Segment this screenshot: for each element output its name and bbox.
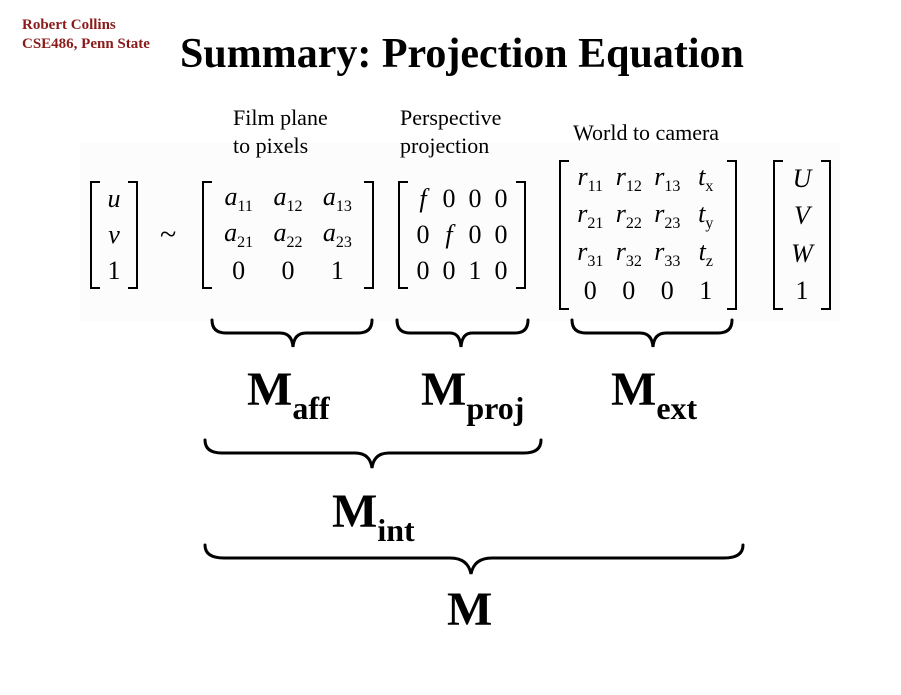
- left-bracket: [773, 160, 783, 310]
- vector-entry: W: [791, 238, 813, 268]
- matrix-entry: r12: [615, 161, 642, 195]
- vector-entry: U: [792, 163, 812, 193]
- label-m-proj-main: M: [421, 363, 467, 416]
- perspective-label-line2: projection: [400, 133, 490, 158]
- vector-entry: V: [794, 201, 810, 231]
- vector-entry: v: [108, 220, 120, 249]
- brace-extrinsic: [570, 318, 734, 348]
- matrix-entry: 0: [494, 220, 508, 249]
- extrinsic-matrix: r11 r12 r13 tx r21 r22 r23 ty r31 r32 r3…: [559, 160, 737, 310]
- matrix-entry: 0: [468, 184, 482, 213]
- label-m-int-sub: int: [377, 512, 415, 548]
- matrix-entry: 0: [660, 276, 674, 306]
- matrix-entry: ty: [698, 199, 714, 233]
- brace-intrinsic: [203, 438, 543, 469]
- label-m-ext-main: M: [611, 363, 657, 416]
- author-block: Robert Collins CSE486, Penn State: [22, 16, 150, 54]
- matrix-entry: r13: [654, 161, 681, 195]
- world-point-vector: U V W 1: [773, 160, 831, 310]
- perspective-label-line1: Perspective: [400, 105, 502, 130]
- left-bracket: [398, 181, 408, 289]
- film-plane-label-line1: Film plane: [233, 105, 328, 130]
- matrix-entry: 0: [416, 256, 430, 285]
- matrix-entry: r23: [654, 199, 681, 233]
- matrix-entry: 0: [281, 256, 295, 285]
- right-bracket: [364, 181, 374, 289]
- brace-affine: [210, 318, 374, 348]
- matrix-entry: a12: [273, 181, 303, 216]
- author-course: CSE486, Penn State: [22, 36, 150, 52]
- film-plane-label: Film plane to pixels: [233, 104, 328, 160]
- right-bracket: [516, 181, 526, 289]
- left-bracket: [202, 181, 212, 289]
- matrix-entry: 0: [468, 220, 482, 249]
- matrix-entry: r33: [654, 236, 681, 270]
- world-to-camera-label: World to camera: [573, 119, 719, 147]
- matrix-entry: 0: [442, 184, 456, 213]
- label-m-int: Mint: [332, 484, 415, 549]
- equation-background: [80, 143, 840, 321]
- label-m-ext: Mext: [611, 362, 697, 427]
- affine-matrix: a11 a12 a13 a21 a22 a23 0 0 1: [202, 181, 374, 289]
- matrix-entry: tz: [698, 236, 713, 270]
- label-m-ext-sub: ext: [656, 390, 698, 426]
- label-m-aff: Maff: [247, 362, 330, 427]
- projection-matrix: f 0 0 0 0 f 0 0 0 0 1 0: [398, 181, 526, 289]
- world-to-camera-label-line1: World to camera: [573, 120, 720, 145]
- matrix-entry: f: [445, 220, 453, 249]
- label-m-aff-sub: aff: [292, 390, 330, 426]
- matrix-entry: 0: [622, 276, 636, 306]
- matrix-entry: 0: [442, 256, 456, 285]
- matrix-entry: r22: [615, 199, 642, 233]
- matrix-entry: a23: [322, 217, 352, 252]
- matrix-entry: 0: [494, 256, 508, 285]
- slide-title: Summary: Projection Equation: [180, 31, 744, 77]
- right-bracket: [128, 181, 138, 289]
- author-name: Robert Collins: [22, 17, 116, 33]
- matrix-entry: a21: [224, 217, 254, 252]
- film-plane-label-line2: to pixels: [233, 133, 309, 158]
- label-m-proj: Mproj: [421, 362, 524, 427]
- right-bracket: [821, 160, 831, 310]
- matrix-entry: 0: [494, 184, 508, 213]
- matrix-entry: r32: [615, 236, 642, 270]
- matrix-entry: 1: [699, 276, 713, 306]
- left-bracket: [559, 160, 569, 310]
- matrix-entry: 0: [583, 276, 597, 306]
- matrix-entry: f: [419, 184, 427, 213]
- perspective-label: Perspective projection: [400, 104, 501, 160]
- label-m-aff-main: M: [247, 363, 293, 416]
- label-m-int-main: M: [332, 485, 378, 538]
- matrix-entry: r31: [577, 236, 604, 270]
- matrix-entry: r21: [577, 199, 604, 233]
- matrix-entry: a13: [322, 181, 352, 216]
- matrix-entry: a22: [273, 217, 303, 252]
- image-point-vector: u v 1: [90, 181, 138, 289]
- label-m-total: M: [447, 582, 492, 637]
- label-m-proj-sub: proj: [466, 390, 525, 426]
- matrix-entry: r11: [577, 161, 604, 195]
- matrix-entry: 0: [232, 256, 246, 285]
- matrix-entry: 1: [468, 256, 482, 285]
- vector-entry: u: [107, 184, 121, 213]
- matrix-entry: tx: [698, 161, 714, 195]
- vector-entry: 1: [107, 256, 121, 285]
- right-bracket: [727, 160, 737, 310]
- label-m-total-main: M: [447, 583, 493, 636]
- left-bracket: [90, 181, 100, 289]
- matrix-entry: 1: [330, 256, 344, 285]
- matrix-entry: 0: [416, 220, 430, 249]
- matrix-entry: a11: [224, 181, 253, 216]
- proportional-symbol: ~: [160, 218, 177, 251]
- vector-entry: 1: [795, 276, 809, 306]
- brace-projection: [395, 318, 530, 348]
- brace-total: [203, 543, 745, 575]
